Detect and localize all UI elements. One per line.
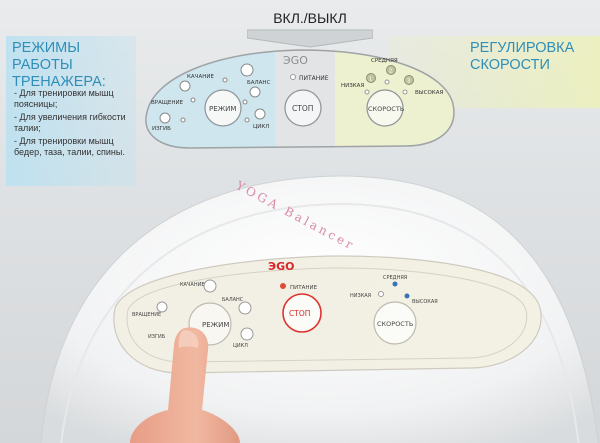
speed-high-led bbox=[402, 89, 408, 95]
speed-3-indicator bbox=[404, 75, 414, 85]
device-speed-medium-label: СРЕДНЯЯ bbox=[383, 275, 407, 281]
modes-callout-title: РЕЖИМЫ РАБОТЫ ТРЕНАЖЕРА: bbox=[12, 40, 142, 91]
stop-button[interactable] bbox=[284, 89, 322, 127]
device-speed-high-label: ВЫСОКАЯ bbox=[412, 299, 438, 305]
stop-button-label: СТОП bbox=[292, 104, 313, 113]
device-cycle-label: ЦИКЛ bbox=[233, 343, 248, 349]
cycle-led bbox=[244, 117, 250, 123]
device-power-label: ПИТАНИЕ bbox=[290, 285, 318, 291]
rotation-icon bbox=[179, 80, 191, 92]
speed-callout-title: РЕГУЛИРОВКА СКОРОСТИ bbox=[470, 40, 600, 74]
speed-1-label: 1 bbox=[369, 77, 372, 83]
bend-icon bbox=[159, 112, 171, 124]
device-balance-icon bbox=[238, 301, 252, 315]
control-panel-enlarged: ЭGO РЕЖИМ КАЧАНИЕ ВРАЩЕНИЕ ИЗГИБ БАЛАНС … bbox=[145, 49, 455, 149]
device-swing-label: КАЧАНИЕ bbox=[180, 282, 204, 288]
power-callout-label: ВКЛ./ВЫКЛ bbox=[273, 10, 347, 26]
device-brand: ЭGO bbox=[268, 260, 294, 273]
modes-title-line1: РЕЖИМЫ РАБОТЫ bbox=[12, 40, 81, 73]
modes-title-line2: ТРЕНАЖЕРА: bbox=[12, 74, 106, 90]
device-speed-led-medium bbox=[392, 281, 398, 287]
swing-led bbox=[222, 77, 228, 83]
device-speed-button[interactable] bbox=[373, 301, 417, 345]
device-bend-label: ИЗГИБ bbox=[148, 334, 166, 340]
speed-medium-label: СРЕДНЯЯ bbox=[371, 58, 398, 64]
balance-led bbox=[242, 99, 248, 105]
balance-icon bbox=[249, 86, 261, 98]
speed-button[interactable] bbox=[366, 89, 404, 127]
device-speed-led-low bbox=[378, 291, 384, 297]
device-stop-label: СТОП bbox=[289, 309, 310, 318]
pointing-finger bbox=[130, 327, 240, 443]
power-callout-arrow bbox=[247, 29, 373, 48]
mode-button[interactable] bbox=[204, 89, 242, 127]
speed-medium-led bbox=[384, 79, 390, 85]
power-led bbox=[290, 74, 296, 80]
bend-label: ИЗГИБ bbox=[152, 126, 171, 132]
speed-low-led bbox=[364, 89, 370, 95]
swing-label: КАЧАНИЕ bbox=[187, 74, 214, 80]
speed-2-indicator bbox=[386, 65, 396, 75]
device-speed-low-label: НИЗКАЯ bbox=[350, 293, 371, 299]
speed-low-label: НИЗКАЯ bbox=[341, 83, 364, 89]
device-rotation-icon bbox=[156, 301, 168, 313]
panel-brand: ЭGO bbox=[283, 54, 308, 67]
speed-title-line1: РЕГУЛИРОВКА bbox=[470, 40, 575, 56]
device-balance-label: БАЛАНС bbox=[222, 297, 244, 303]
swing-icon bbox=[240, 63, 254, 77]
list-item: - Для тренировки мышц поясницы; bbox=[14, 88, 114, 109]
modes-callout-background bbox=[6, 36, 136, 186]
bend-led bbox=[180, 117, 186, 123]
device-stop-button[interactable] bbox=[282, 293, 322, 333]
speed-button-label: СКОРОСТЬ bbox=[368, 105, 404, 113]
cycle-icon bbox=[254, 108, 266, 120]
balance-label: БАЛАНС bbox=[247, 80, 271, 86]
power-label: ПИТАНИЕ bbox=[299, 75, 329, 82]
device-rotation-label: ВРАЩЕНИЕ bbox=[132, 312, 161, 318]
speed-1-indicator bbox=[366, 73, 376, 83]
cycle-label: ЦИКЛ bbox=[253, 124, 269, 130]
speed-title-line2: СКОРОСТИ bbox=[470, 57, 550, 73]
list-item: - Для увеличения гибкости талии; bbox=[14, 112, 126, 133]
rotation-label: ВРАЩЕНИЕ bbox=[151, 100, 184, 106]
device-swing-icon bbox=[203, 279, 217, 293]
device-power-led bbox=[280, 283, 286, 289]
device-speed-led-high bbox=[404, 293, 410, 299]
device-cycle-icon bbox=[240, 327, 254, 341]
speed-3-label: 3 bbox=[407, 79, 410, 85]
list-item: - Для тренировки мышц бедер, таза, талии… bbox=[14, 136, 125, 157]
speed-2-label: 2 bbox=[389, 69, 392, 75]
speed-high-label: ВЫСОКАЯ bbox=[415, 90, 443, 96]
device-speed-label: СКОРОСТЬ bbox=[377, 320, 413, 328]
mode-button-label: РЕЖИМ bbox=[209, 105, 236, 113]
modes-list: - Для тренировки мышц поясницы; - Для ув… bbox=[14, 88, 142, 160]
rotation-led bbox=[190, 97, 196, 103]
device-mode-label: РЕЖИМ bbox=[202, 321, 229, 329]
